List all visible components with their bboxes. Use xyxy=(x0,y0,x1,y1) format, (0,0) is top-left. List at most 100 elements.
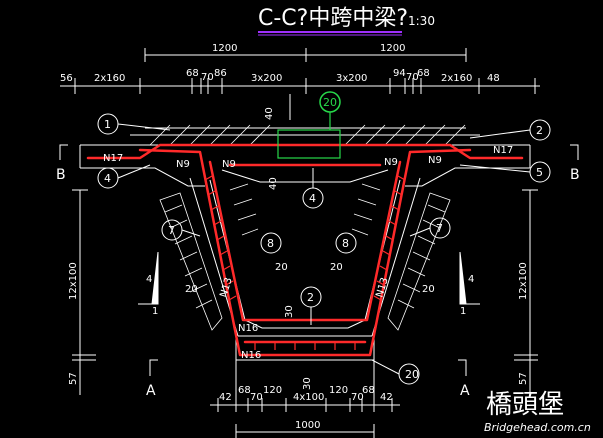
slope-left-run: 1 xyxy=(152,306,158,317)
section-mark-b-left xyxy=(59,144,68,160)
dim-bottom-120-left: 120 xyxy=(263,385,282,396)
callout-2-top: 2 xyxy=(469,119,551,141)
dim-top-2x160-left: 2x160 xyxy=(94,73,125,84)
dim-top-68-right: 68 xyxy=(417,68,430,79)
rebar-stirrup-ticks xyxy=(204,175,406,350)
callout-8-left: 8 xyxy=(260,232,282,254)
outer-hatch-right xyxy=(387,192,451,331)
dim-bottom-68-left: 68 xyxy=(238,385,251,396)
drawing-scale: 1:30 xyxy=(408,14,435,28)
dim-top-1200-left: 1200 xyxy=(212,43,237,54)
dim-small-40-mid: 40 xyxy=(268,177,279,190)
callout-20-circle xyxy=(319,91,341,113)
callout-4-left: 4 xyxy=(97,164,151,189)
watermark-url: Bridgehead.com.cn xyxy=(484,421,591,434)
dim-small-20-a: 20 xyxy=(275,262,288,273)
callout-4-right: 5 xyxy=(459,161,551,183)
section-mark-a-right xyxy=(458,359,467,376)
dim-top-1200-right: 1200 xyxy=(380,43,405,54)
detail-20-box xyxy=(277,112,341,159)
drawing-title: C-C?中跨中梁? xyxy=(258,6,408,31)
bottom-overall-dimension xyxy=(235,424,375,438)
dim-top-70-right: 70 xyxy=(406,72,419,83)
dim-bottom-70-right: 70 xyxy=(351,392,364,403)
dim-bottom-4x100: 4x100 xyxy=(293,392,324,403)
section-label-b-left: B xyxy=(56,167,66,183)
svg-text:8: 8 xyxy=(342,237,349,250)
rebar-label-n16-upper: N16 xyxy=(238,323,258,334)
bottom-detail-dimension xyxy=(210,360,400,412)
slope-left-rise: 4 xyxy=(146,274,152,285)
dim-bottom-70-left: 70 xyxy=(250,392,263,403)
dim-top-3x200-left: 3x200 xyxy=(251,73,282,84)
rebar-label-n16-lower: N16 xyxy=(241,350,261,361)
svg-text:8: 8 xyxy=(267,237,274,250)
svg-text:2: 2 xyxy=(307,291,314,304)
callout-8-right: 8 xyxy=(335,232,357,254)
dim-small-20-b: 20 xyxy=(330,262,343,273)
box-girder-outline xyxy=(79,127,531,361)
section-label-a-left: A xyxy=(146,383,156,399)
dim-top-2x160-right: 2x160 xyxy=(441,73,472,84)
rebar-label-n9-b: N9 xyxy=(222,159,236,170)
callout-20-label: 20 xyxy=(323,96,337,109)
svg-text:4: 4 xyxy=(104,172,111,185)
top-detail-dimension xyxy=(60,78,540,120)
dim-left-57: 57 xyxy=(68,372,79,385)
dim-top-68-left: 68 xyxy=(186,68,199,79)
callout-7-right: 7 xyxy=(409,217,451,239)
dim-top-70-left: 70 xyxy=(201,72,214,83)
callout-3: 1 xyxy=(97,113,171,135)
svg-text:20: 20 xyxy=(405,368,419,381)
callout-2-bottom: 20 xyxy=(371,359,420,385)
left-vertical-dimension xyxy=(72,189,96,395)
rebar-label-n17-left: N17 xyxy=(103,153,123,164)
dim-bottom-120-right: 120 xyxy=(329,385,348,396)
rebar-label-n17-right: N17 xyxy=(493,145,513,156)
svg-text:7: 7 xyxy=(168,224,175,237)
svg-text:7: 7 xyxy=(436,222,443,235)
section-label-a-right: A xyxy=(460,383,470,399)
deck-hatch xyxy=(149,124,466,146)
slope-indicator-right xyxy=(459,251,480,305)
svg-text:4: 4 xyxy=(309,192,316,205)
dim-right-57: 57 xyxy=(518,372,529,385)
dim-small-20-c: 20 xyxy=(185,284,198,295)
dim-bottom-68-right: 68 xyxy=(362,385,375,396)
dim-small-40-top: 40 xyxy=(264,107,275,120)
rebar-label-n9-d: N9 xyxy=(428,155,442,166)
dim-top-56: 56 xyxy=(60,73,73,84)
right-vertical-dimension xyxy=(514,189,538,395)
dim-top-3x200-right: 3x200 xyxy=(336,73,367,84)
outer-hatch-left xyxy=(159,192,223,331)
top-overall-dimension xyxy=(144,48,467,62)
section-mark-b-right xyxy=(570,144,579,160)
svg-text:5: 5 xyxy=(536,166,543,179)
dim-top-48: 48 xyxy=(487,73,500,84)
rebar-label-n13-right: N13 xyxy=(374,276,390,299)
dim-top-94: 94 xyxy=(393,68,406,79)
callout-4-center: 4 xyxy=(302,168,324,209)
inner-web-hatch xyxy=(229,183,381,236)
dim-top-86: 86 xyxy=(214,68,227,79)
dim-bottom-1000: 1000 xyxy=(295,420,320,431)
watermark-brand: 橋頭堡 xyxy=(486,390,564,420)
callout-7-left: 7 xyxy=(161,219,201,241)
dim-small-30-b: 30 xyxy=(302,377,313,390)
callout-5: 2 xyxy=(300,286,322,325)
dim-left-12x100: 12x100 xyxy=(68,262,79,300)
svg-text:2: 2 xyxy=(536,124,543,137)
dim-small-20-d: 20 xyxy=(422,284,435,295)
section-label-b-right: B xyxy=(570,167,580,183)
rebar-label-n9-a: N9 xyxy=(176,159,190,170)
rebar-lines xyxy=(86,143,524,357)
svg-text:1: 1 xyxy=(104,118,111,131)
slope-indicator-left xyxy=(138,251,159,305)
dim-right-12x100: 12x100 xyxy=(518,262,529,300)
dim-bottom-42-left: 42 xyxy=(219,392,232,403)
slope-right-rise: 4 xyxy=(468,274,474,285)
section-mark-a-left xyxy=(149,359,158,376)
rebar-label-n9-c: N9 xyxy=(384,157,398,168)
dim-bottom-42-right: 42 xyxy=(380,392,393,403)
